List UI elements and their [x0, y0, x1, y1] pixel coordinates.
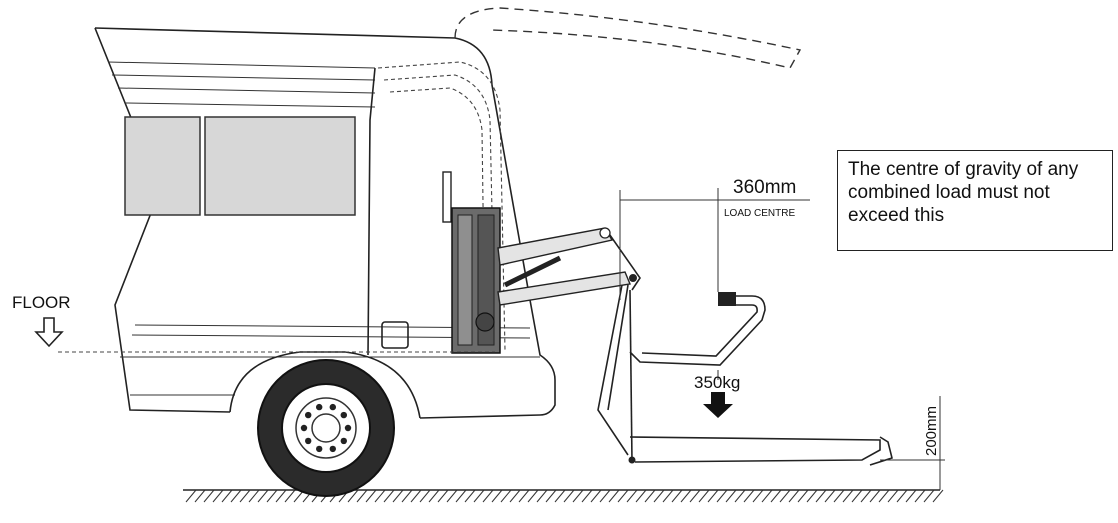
- side-window-1: [124, 116, 201, 216]
- floor-marker: FLOOR: [12, 293, 495, 353]
- down-arrow-icon: [703, 392, 733, 418]
- platform-height-dimension: 200mm: [880, 396, 945, 490]
- load-centre-distance-label: 360mm: [733, 177, 796, 198]
- load-weight-label: 350kg: [694, 373, 740, 392]
- callout-text: The centre of gravity of any combined lo…: [848, 159, 1079, 226]
- load-centre-callout: The centre of gravity of any combined lo…: [837, 150, 1113, 251]
- tail-light: [381, 321, 409, 349]
- floor-arrow-icon: [34, 317, 64, 348]
- load-weight-marker: 350kg: [694, 373, 740, 418]
- vehicle-body: [94, 27, 556, 419]
- load-centre-label: LOAD CENTRE: [724, 208, 795, 219]
- load-centre-dimension: 360mm LOAD CENTRE: [619, 177, 810, 380]
- lift-mechanism: [442, 171, 641, 354]
- rear-wheel: [257, 359, 395, 497]
- ground: [183, 489, 944, 503]
- open-rear-door: [377, 7, 802, 351]
- platform-height-label: 200mm: [923, 406, 940, 456]
- lift-platform: [597, 284, 893, 466]
- floor-label: FLOOR: [12, 293, 71, 312]
- side-window-2: [204, 116, 356, 216]
